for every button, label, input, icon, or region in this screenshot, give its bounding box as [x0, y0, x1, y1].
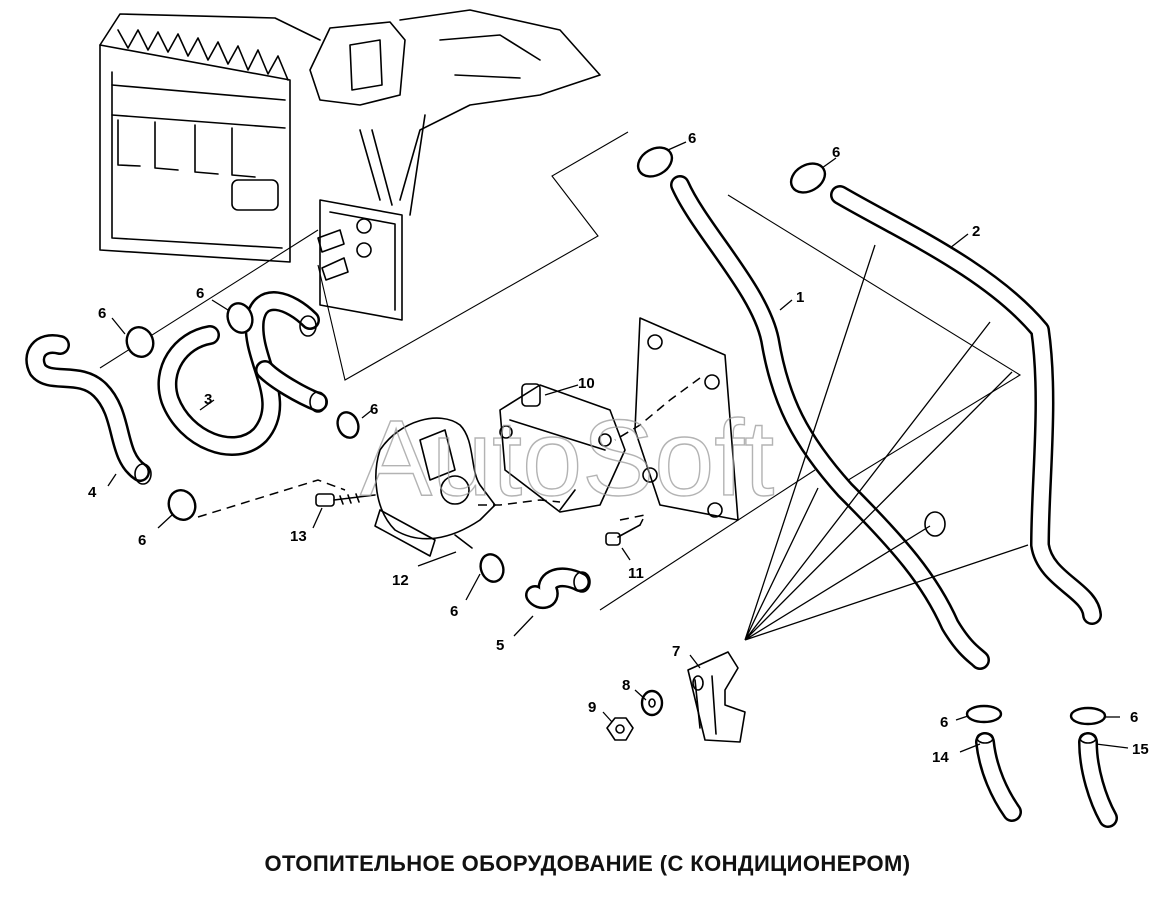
callout-15: 15 [1132, 741, 1149, 758]
callout-6: 6 [940, 714, 948, 731]
callout-14: 14 [932, 749, 949, 766]
clamp [479, 553, 505, 583]
clamp [636, 146, 674, 178]
callout-4: 4 [88, 484, 97, 501]
hose-4 [25, 334, 150, 482]
callout-6: 6 [138, 532, 146, 549]
callout-13: 13 [290, 528, 307, 545]
callout-3: 3 [204, 391, 212, 408]
clamp [226, 302, 254, 334]
mounting-outline-right [599, 194, 1022, 611]
diagram-caption: ОТОПИТЕЛЬНОЕ ОБОРУДОВАНИЕ (С КОНДИЦИОНЕР… [264, 851, 911, 876]
hose-ends [134, 315, 1097, 744]
callout-1: 1 [796, 289, 804, 306]
clamp [789, 162, 827, 194]
watermark: AutoSoft [360, 397, 774, 518]
callout-6: 6 [98, 305, 106, 322]
screw-11 [605, 524, 641, 546]
body-hole [924, 511, 946, 537]
assembly-lines [197, 377, 701, 526]
callout-6: 6 [1130, 709, 1138, 726]
callout-12: 12 [392, 572, 409, 589]
washer-8 [640, 689, 664, 717]
callout-9: 9 [588, 699, 596, 716]
callout-labels: 6 6 2 1 6 6 3 6 10 4 6 13 12 11 6 5 7 8 … [88, 130, 1149, 766]
actuator-10 [499, 383, 626, 513]
clamp [965, 704, 1003, 724]
bracket-7 [687, 651, 746, 743]
nut-9 [606, 717, 634, 741]
clamp [167, 489, 197, 521]
bolt-13 [315, 493, 376, 507]
clamp [125, 326, 155, 358]
callout-6: 6 [450, 603, 458, 620]
heater-unit [99, 9, 601, 321]
hose-15 [1078, 732, 1118, 828]
leader-lines [107, 141, 1129, 753]
callout-6: 6 [196, 285, 204, 302]
callout-8: 8 [622, 677, 630, 694]
callout-6: 6 [688, 130, 696, 147]
hose-3 [157, 291, 328, 456]
callout-6: 6 [370, 401, 378, 418]
clamp [336, 411, 360, 439]
callout-6: 6 [832, 144, 840, 161]
callout-2: 2 [972, 223, 980, 240]
callout-5: 5 [496, 637, 504, 654]
callout-7: 7 [672, 643, 680, 660]
clamp [1069, 706, 1107, 726]
hose-5 [525, 567, 590, 610]
callout-10: 10 [578, 375, 595, 392]
callout-11: 11 [628, 565, 644, 582]
hose-2 [830, 185, 1102, 625]
clamp-6-group [125, 146, 1107, 726]
hose-1 [670, 175, 990, 670]
hose-14 [975, 732, 1022, 822]
gasket-plate [634, 317, 739, 521]
